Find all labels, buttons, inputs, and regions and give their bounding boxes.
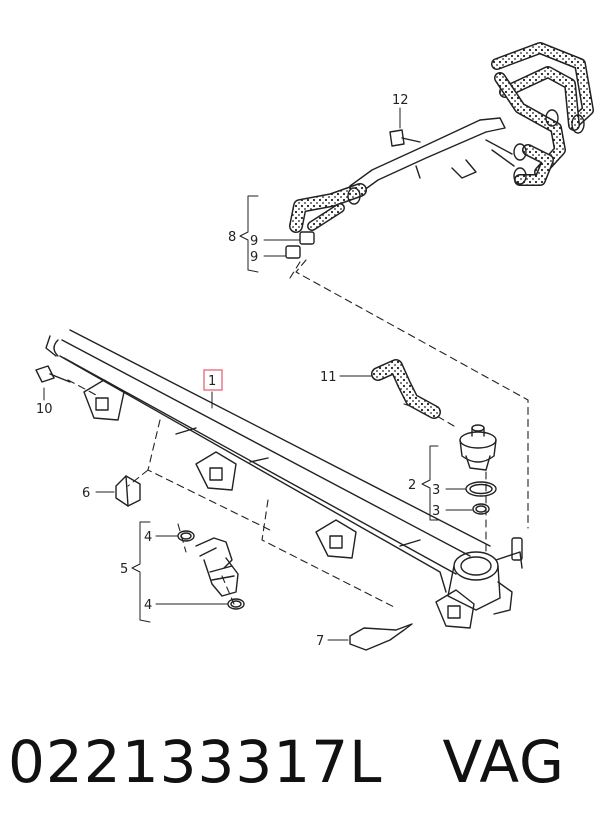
leader-lines xyxy=(43,107,473,641)
callout-1: 1 xyxy=(208,374,216,389)
callout-1-highlight-box xyxy=(203,369,223,391)
callout-7: 7 xyxy=(316,634,324,649)
callout-9-lower: 9 xyxy=(250,250,258,265)
retaining-clip xyxy=(115,475,141,507)
callout-4-upper: 4 xyxy=(144,530,152,545)
callout-11: 11 xyxy=(320,370,337,385)
callout-6: 6 xyxy=(82,486,90,501)
fuel-rail xyxy=(45,329,523,629)
callout-3-seal-upper: 3 xyxy=(432,483,440,498)
callout-8: 8 xyxy=(228,230,236,245)
assembly-dashed-lines xyxy=(67,259,529,609)
callout-3-seal-lower: 3 xyxy=(432,504,440,519)
callout-2: 2 xyxy=(408,478,416,493)
spring-clip xyxy=(349,623,413,651)
callout-12: 12 xyxy=(392,93,409,108)
callout-10: 10 xyxy=(36,402,53,417)
brand-name: VAG xyxy=(442,728,566,796)
callout-5: 5 xyxy=(120,562,128,577)
mounting-bolt xyxy=(35,365,71,383)
callout-9-upper: 9 xyxy=(250,234,258,249)
vacuum-hose xyxy=(371,359,441,419)
part-number: 022133317L xyxy=(8,728,383,796)
callout-labels: 1 2 3 3 4 4 5 6 7 8 9 9 10 11 12 xyxy=(36,93,440,649)
pressure-regulator xyxy=(459,424,497,515)
fuel-injector xyxy=(177,530,245,610)
part-caption: 022133317L VAG xyxy=(8,728,592,818)
upper-fuel-hose-assembly xyxy=(285,42,594,259)
callout-4-lower: 4 xyxy=(144,598,152,613)
